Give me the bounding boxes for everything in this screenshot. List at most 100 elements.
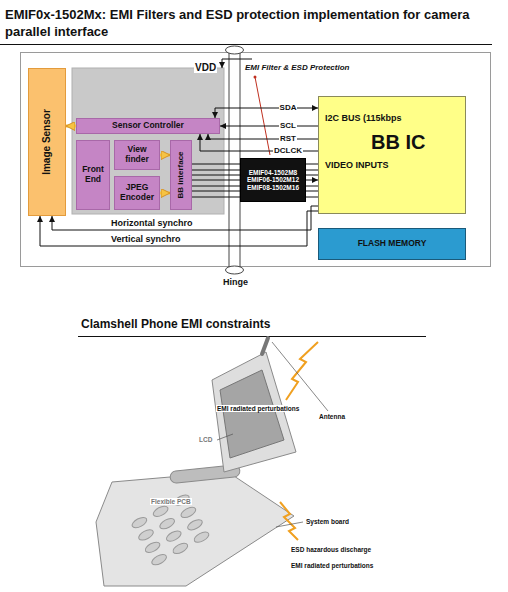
leader-dot <box>254 76 257 79</box>
key <box>171 541 189 556</box>
signal-wire <box>208 134 318 139</box>
bus-wire <box>306 186 318 187</box>
node-text: FLASH MEMORY <box>358 239 427 249</box>
block-arrow <box>66 125 76 128</box>
callout-label: EMI radiated perturbations <box>216 405 300 412</box>
block-arrow <box>160 192 170 195</box>
signal-wire <box>215 108 318 118</box>
key <box>158 516 176 531</box>
page-title: EMIF0x-1502Mx: EMI Filters and ESD prote… <box>4 6 501 40</box>
node-text: BB IC <box>371 131 425 154</box>
node-text: EMIF06-1502M12 <box>247 176 299 183</box>
process-box: JPEG Encoder <box>114 176 160 210</box>
signal-label: Horizontal synchro <box>110 219 194 229</box>
key <box>165 529 183 544</box>
text-group: Image Sensor <box>41 109 53 175</box>
text-group: Front End <box>79 165 107 185</box>
key <box>179 505 197 520</box>
node-text: EMIF04-1502M8 <box>247 169 299 176</box>
text-group: EMIF04-1502M8EMIF06-1502M12EMIF08-1502M1… <box>247 169 299 191</box>
bus-wire <box>306 170 318 171</box>
hinge-label: Hinge <box>222 278 249 288</box>
supply-label: VDD <box>194 62 217 73</box>
node-text: EMIF08-1502M16 <box>247 184 299 191</box>
node-text: JPEG Encoder <box>117 183 157 203</box>
signal-label: DCLCK <box>273 147 303 156</box>
antenna <box>262 338 268 354</box>
leader-line <box>276 522 303 527</box>
node-text: Front End <box>79 165 107 185</box>
key <box>152 504 170 519</box>
sensor-block: Image Sensor <box>28 68 66 216</box>
baseband-ic: I2C BUS (115kbps BB IC VIDEO INPUTS <box>318 96 466 214</box>
camera-module-box <box>72 68 224 214</box>
bus-wire <box>192 186 240 187</box>
filter-chip: EMIF04-1502M8EMIF06-1502M12EMIF08-1502M1… <box>240 158 306 202</box>
key <box>186 517 204 532</box>
node-text: Image Sensor <box>41 109 53 175</box>
interface-box: BB interface <box>170 140 192 210</box>
bus-wire <box>306 175 318 176</box>
bus-wire <box>306 191 318 192</box>
signal-label: Vertical synchro <box>110 235 182 245</box>
leader-line <box>255 77 270 155</box>
text-group: JPEG Encoder <box>117 183 157 203</box>
signal-wire <box>192 180 240 181</box>
leader-line <box>272 342 328 411</box>
text-group: FLASH MEMORY <box>358 239 427 249</box>
signal-wire <box>220 126 318 127</box>
memory-box: FLASH MEMORY <box>318 228 466 260</box>
callout-label: EMI Filter & ESD Protection <box>244 64 350 73</box>
signal-wire <box>40 211 318 246</box>
signal-label: RST <box>279 135 297 144</box>
part-label: LCD <box>198 436 213 443</box>
node-text: View finder <box>117 145 157 165</box>
keypad <box>130 493 210 567</box>
title-rule <box>0 44 492 45</box>
leader-line <box>217 434 233 440</box>
key <box>150 552 168 567</box>
esd-zigzag <box>280 502 298 540</box>
key <box>130 515 148 530</box>
signal-wire <box>306 180 318 181</box>
node-text: VIDEO INPUTS <box>325 160 425 170</box>
hinge-end <box>226 266 244 274</box>
node-text: BB interface <box>176 151 185 198</box>
callout-label: Antenna <box>318 413 346 420</box>
bus-wire <box>306 164 318 165</box>
node-text: Sensor Controller <box>112 121 184 131</box>
node-text: I2C BUS (115kbps <box>325 113 425 123</box>
bus-wire <box>192 197 240 198</box>
process-box: View finder <box>114 140 160 170</box>
callout-label: EMI radiated perturbations <box>290 562 374 569</box>
text-group: I2C BUS (115kbps BB IC VIDEO INPUTS <box>325 113 425 171</box>
key <box>144 540 162 555</box>
emi-zigzag <box>286 342 318 400</box>
block-arrow <box>160 154 170 157</box>
process-box: Front End <box>76 140 110 210</box>
hinge-line <box>229 52 230 270</box>
bus-wire <box>192 175 240 176</box>
signal-label: SDA <box>279 104 298 113</box>
section-heading: Clamshell Phone EMI constraints <box>80 318 271 331</box>
signal-label: SCL <box>279 122 297 131</box>
phone-base <box>96 472 294 586</box>
callout-label: ESD hazardous discharge <box>290 546 372 553</box>
bus-wire <box>192 164 240 165</box>
lcd-screen <box>220 370 284 458</box>
heading-rule <box>78 336 426 337</box>
text-group: Sensor Controller <box>112 121 184 131</box>
part-label: System board <box>305 518 350 525</box>
connectors <box>40 108 318 246</box>
bus-wire <box>192 191 240 192</box>
text-group: View finder <box>117 145 157 165</box>
bus-wire <box>306 197 318 198</box>
part-label: Flexible PCB <box>150 498 192 505</box>
key <box>193 530 211 545</box>
process-box: Sensor Controller <box>76 118 220 134</box>
text-group: BB interface <box>176 151 185 198</box>
